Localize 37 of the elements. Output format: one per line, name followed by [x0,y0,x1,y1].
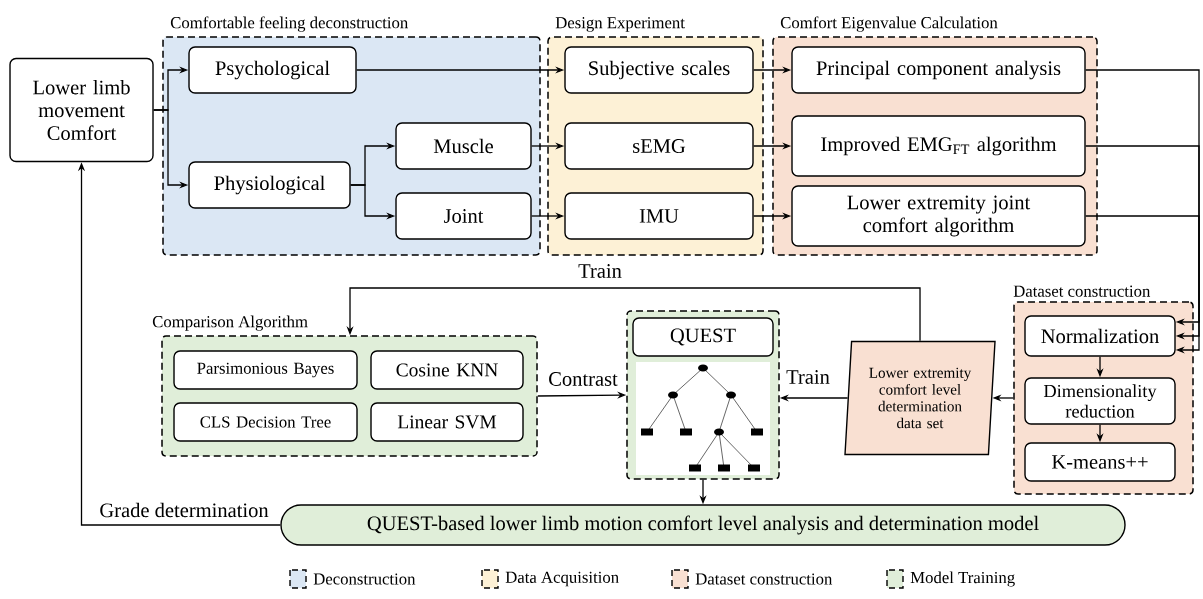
process-box: Subjective scales [564,46,754,94]
edge-label: Train [577,263,623,279]
process-box: Principal component analysis [791,46,1086,94]
legend-label: Data Acquisition [505,571,619,587]
edge-label: Train [785,369,831,385]
process-box: Physiological [188,161,351,209]
process-box: Cosine KNN [370,350,524,390]
process-box: Parsimonious Bayes [173,350,358,390]
panel-heading: Design Experiment [555,17,685,32]
legend-label: Dataset construction [695,573,833,585]
process-box: CLS Decision Tree [173,402,358,442]
legend-label: Deconstruction [313,573,416,585]
data-parallelogram: Lower extremity comfort level determination data set [844,340,996,456]
panel-heading: Comparison Algorithm [152,315,308,331]
model-banner: QUEST-based lower limb motion comfort level analysis and determination model [280,504,1126,546]
legend-label: Model Training [910,571,1015,587]
process-box: Normalization [1024,315,1176,357]
process-box: sEMG [564,122,754,170]
process-box: Muscle [395,122,532,170]
process-box: IMU [564,192,754,240]
arrow [1085,69,1200,326]
panel-heading: Comfort Eigenvalue Calculation [780,16,998,32]
process-box: Joint [395,192,532,240]
panel-heading: Dataset construction [1013,285,1151,297]
process-box: Lower limb movement Comfort [9,57,154,163]
edge-label: Contrast [547,371,619,387]
process-box: Lower extremity joint comfort algorithm [791,185,1086,247]
process-box: QUEST [632,317,774,357]
edge-label: Grade determination [98,501,270,519]
process-box: K-means++ [1024,442,1176,482]
process-box: Psychological [188,46,357,94]
panel-heading: Comfortable feeling deconstruction [170,16,408,32]
arrow [1085,215,1200,354]
process-box: Linear SVM [370,402,524,442]
arrow [1085,145,1200,340]
process-box: Improved EMG$_{FT}$ algorithm [791,115,1086,177]
process-box: Dimensionality reduction [1024,377,1176,425]
